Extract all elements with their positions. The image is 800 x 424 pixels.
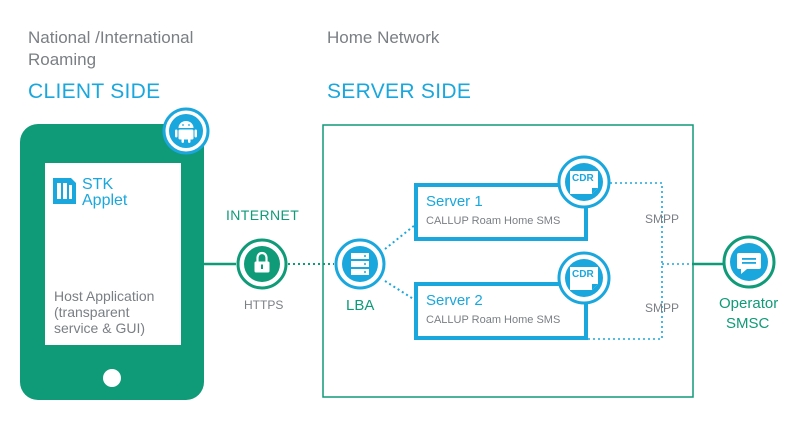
lba-to-server2-line	[384, 280, 416, 301]
smpp-label-bottom: SMPP	[645, 301, 680, 315]
operator-label-line2: SMSC	[726, 315, 770, 332]
server-2-subtitle: CALLUP Roam Home SMS	[426, 314, 561, 326]
internet-label: INTERNET	[226, 207, 300, 223]
sms-chat-icon	[722, 235, 776, 289]
smpp-link-line	[587, 182, 663, 340]
server-1-box	[414, 183, 588, 241]
server-2-box	[414, 282, 588, 340]
server-2-title: Server 2	[426, 292, 483, 309]
host-app-line2: (transparent	[54, 304, 130, 320]
server-heading: Home Network	[327, 28, 440, 47]
stk-label-line2: Applet	[82, 192, 128, 209]
lock-icon	[236, 238, 288, 290]
android-icon	[162, 107, 210, 155]
lba-to-server1-line	[384, 224, 416, 250]
server-side-title: SERVER SIDE	[327, 80, 472, 103]
host-app-line1: Host Application	[54, 288, 155, 304]
operator-label-line1: Operator	[719, 295, 779, 312]
cdr-document-icon	[557, 155, 611, 209]
stk-label-line1: STK	[82, 176, 114, 193]
client-heading-line1: National /International	[28, 28, 194, 47]
phone-home-button	[103, 369, 121, 387]
https-label: HTTPS	[244, 298, 284, 312]
host-app-line3: service & GUI)	[54, 320, 146, 336]
client-side-title: CLIENT SIDE	[28, 80, 161, 103]
server-1-title: Server 1	[426, 193, 483, 210]
server-side-frame	[322, 124, 694, 398]
sim-card-icon	[53, 178, 76, 204]
server-1-subtitle: CALLUP Roam Home SMS	[426, 215, 561, 227]
cdr-label-2: CDR	[572, 269, 594, 280]
cdr-document-icon	[557, 251, 611, 305]
client-heading-line2: Roaming	[28, 50, 97, 69]
lba-label: LBA	[346, 297, 375, 314]
cdr-label-1: CDR	[572, 173, 594, 184]
smpp-label-top: SMPP	[645, 212, 680, 226]
lba-server-icon	[334, 238, 386, 290]
